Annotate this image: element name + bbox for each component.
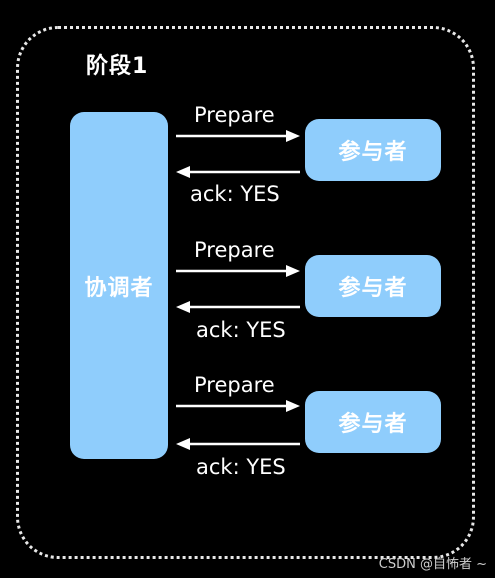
watermark: CSDN @自怖者 ~: [378, 557, 487, 572]
prepare-label-2: Prepare: [194, 238, 275, 262]
participant-label-1: 参与者: [338, 140, 408, 165]
prepare-arrow-2: [176, 265, 300, 277]
ack-arrow-3: [176, 438, 300, 450]
prepare-arrow-3: [176, 400, 300, 412]
stage-title: 阶段1: [86, 54, 149, 79]
ack-arrow-2: [176, 301, 300, 313]
prepare-label-3: Prepare: [194, 373, 275, 397]
ack-label-2: ack: YES: [196, 318, 286, 342]
participant-label-2: 参与者: [338, 276, 408, 301]
participant-label-3: 参与者: [338, 412, 408, 437]
coordinator-label: 协调者: [84, 275, 154, 301]
participant-box-2: 参与者: [305, 255, 441, 317]
prepare-arrow-1: [176, 130, 300, 142]
participant-box-1: 参与者: [305, 119, 441, 181]
stage-frame: [16, 26, 475, 559]
prepare-label-1: Prepare: [194, 103, 275, 127]
ack-label-3: ack: YES: [196, 455, 286, 479]
participant-box-3: 参与者: [305, 391, 441, 453]
coordinator-box: 协调者: [70, 112, 168, 459]
ack-arrow-1: [176, 166, 300, 178]
ack-label-1: ack: YES: [190, 182, 280, 206]
